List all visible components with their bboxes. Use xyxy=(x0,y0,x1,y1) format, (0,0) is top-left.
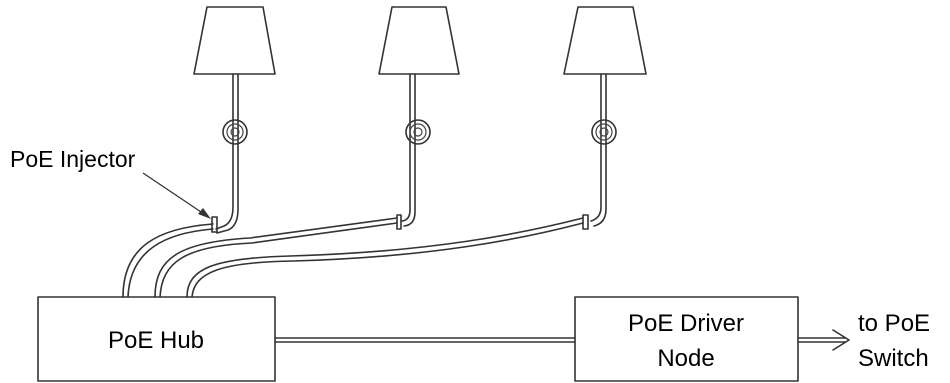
to-switch-arrow xyxy=(797,329,850,351)
cable-3 xyxy=(186,217,584,298)
to-poe-switch-label-line2: Switch xyxy=(858,345,929,372)
cable-1 xyxy=(122,223,214,298)
hub-to-driver-cable xyxy=(274,337,576,343)
lamp-1 xyxy=(193,6,276,234)
poe-driver-node-box xyxy=(574,296,799,382)
poe-driver-node-label-line2: Node xyxy=(657,345,714,372)
lamp-cord-2 xyxy=(401,73,416,227)
poe-injector-arrowhead xyxy=(198,208,211,219)
lamp-switch-3 xyxy=(591,119,617,145)
lamp-shade-2 xyxy=(378,6,460,75)
lamp-switch-2 xyxy=(405,119,431,145)
poe-hub-label: PoE Hub xyxy=(108,327,204,354)
poe-injector-leader-line xyxy=(142,172,208,217)
poe-injector-label: PoE Injector xyxy=(10,146,136,172)
lamp-shade-1 xyxy=(193,6,276,75)
cable-2 xyxy=(154,217,398,298)
lamp-3 xyxy=(563,6,647,230)
lamp-2 xyxy=(378,6,460,230)
poe-injector-plug-2 xyxy=(396,214,402,230)
to-poe-switch-label-line1: to PoE xyxy=(858,310,930,337)
poe-driver-node-label-line1: PoE Driver xyxy=(628,310,744,337)
lamp-switch-1 xyxy=(222,119,248,145)
poe-injector-plug-3 xyxy=(582,214,589,230)
poe-hub-box xyxy=(37,296,276,382)
lamp-cord-3 xyxy=(590,73,607,227)
lamp-shade-3 xyxy=(563,6,647,75)
lamp-cord-1 xyxy=(215,73,239,234)
